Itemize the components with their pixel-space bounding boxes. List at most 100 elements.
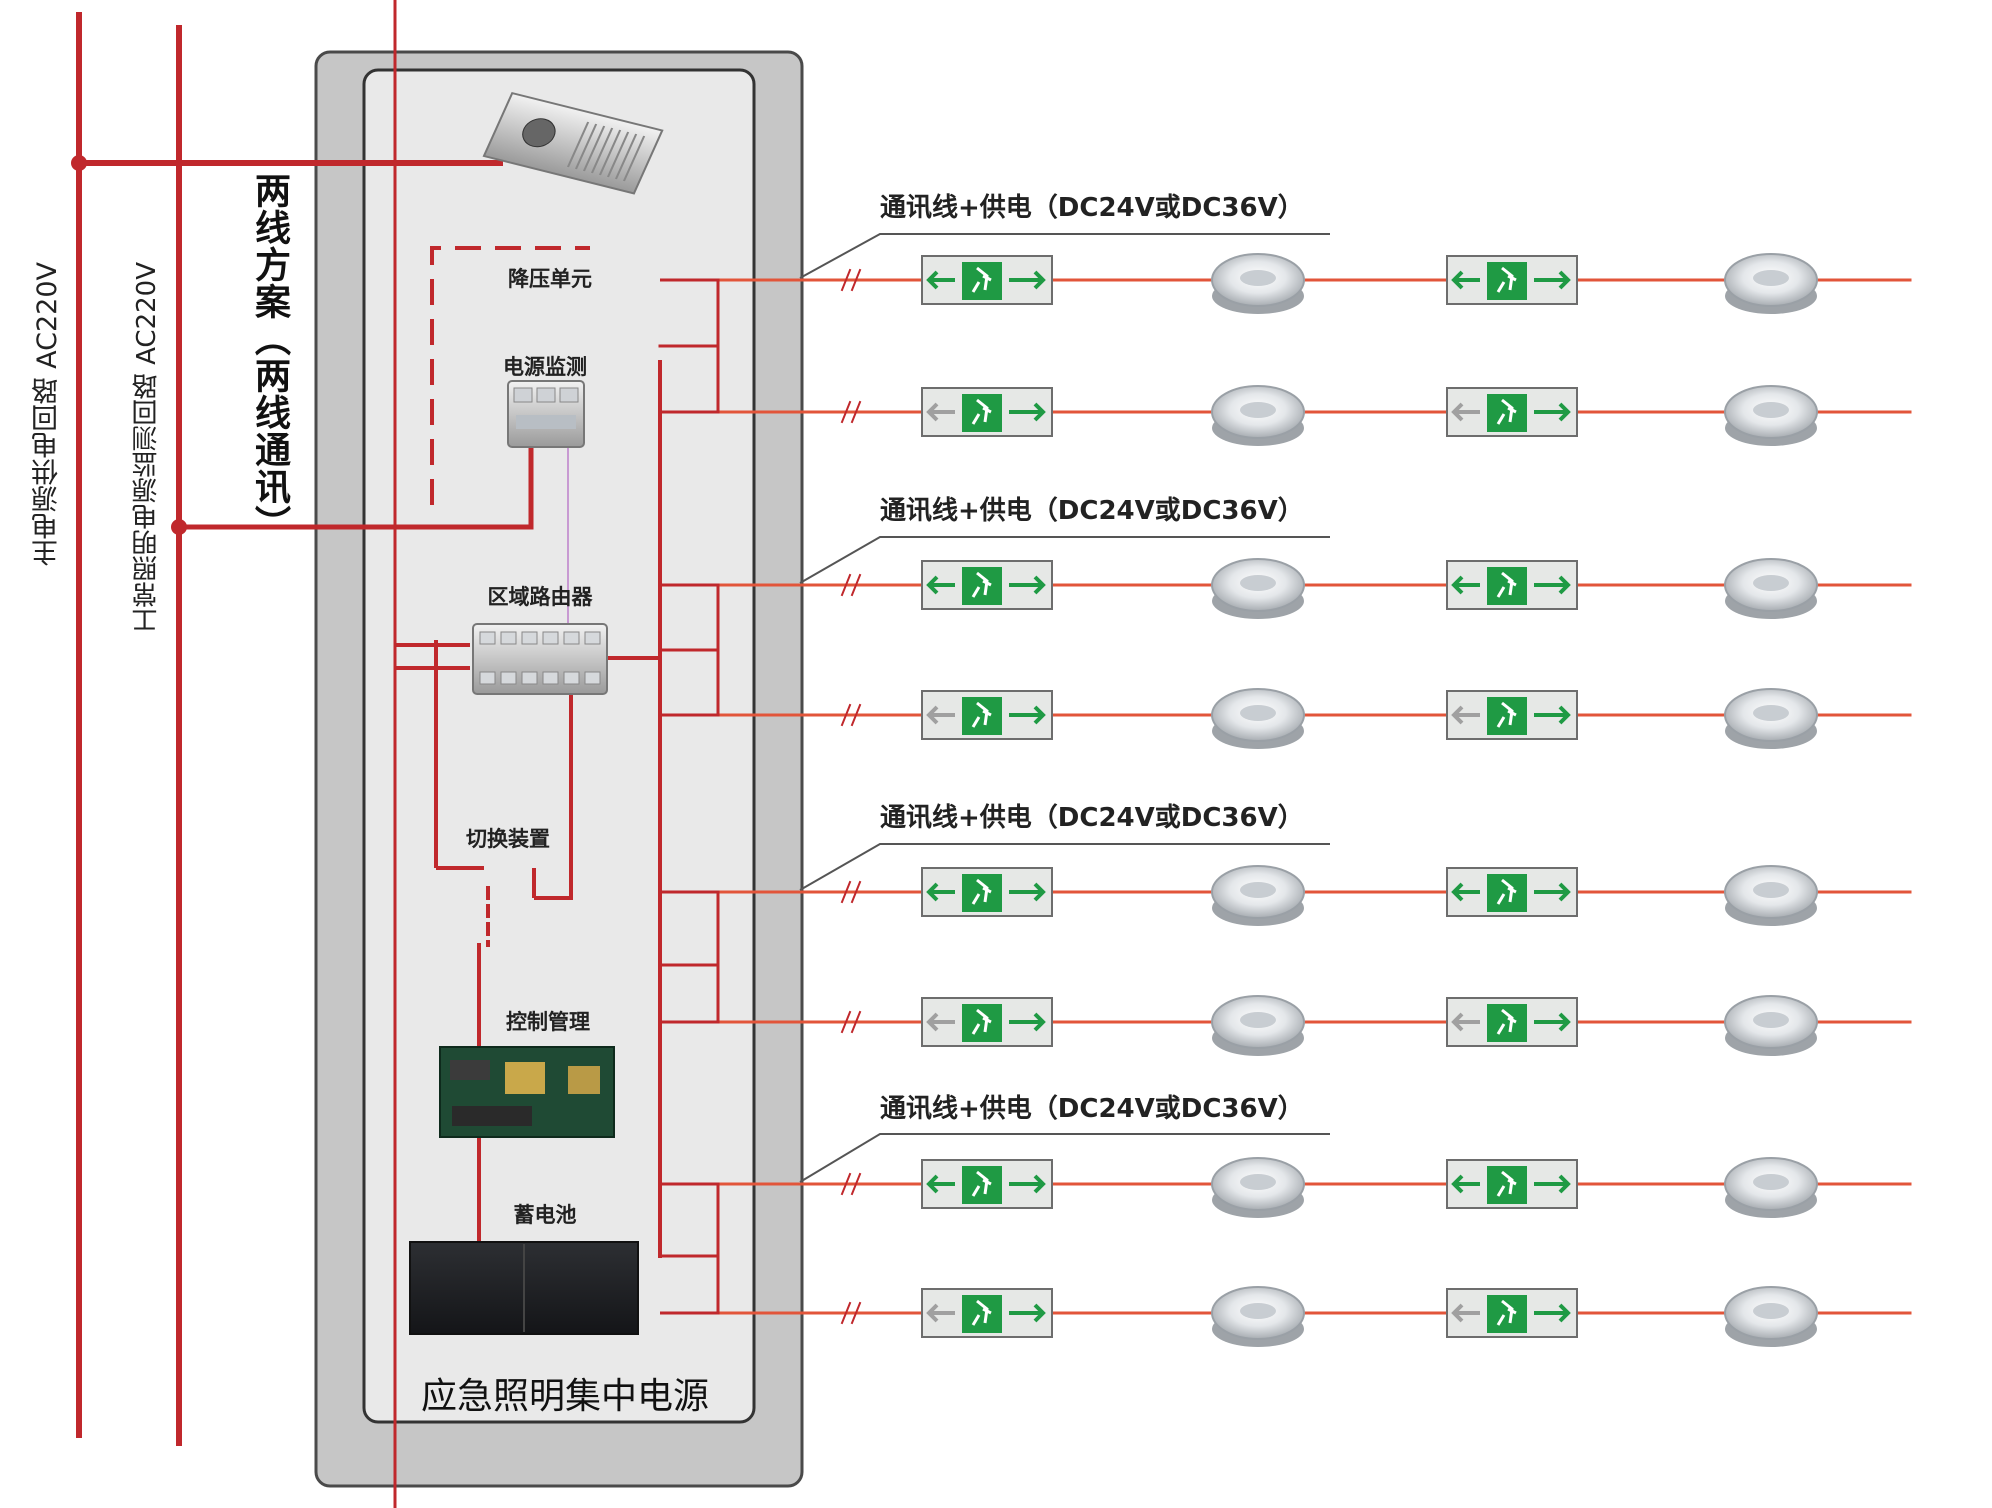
router-terminal <box>584 671 601 685</box>
lamp-lens <box>1753 705 1789 721</box>
running-man <box>1496 878 1517 905</box>
router-terminal <box>521 631 538 645</box>
psu-vent <box>622 135 646 182</box>
ceiling-emergency-light-icon <box>1211 995 1305 1056</box>
lamp-lens <box>1240 402 1276 418</box>
psu-fan <box>522 118 556 148</box>
ceiling-emergency-light-icon <box>1211 1157 1305 1218</box>
exit-door-panel <box>962 697 1002 735</box>
exit-arrow-left <box>1451 1174 1480 1194</box>
exit-arrow-right <box>1534 882 1571 902</box>
exit-sign-icon <box>1446 387 1578 437</box>
ceiling-emergency-light-icon <box>1211 253 1305 314</box>
router-terminal <box>542 631 559 645</box>
exit-door-panel <box>962 394 1002 432</box>
zone-router-label: 区域路由器 <box>487 585 593 609</box>
lamp-lens <box>1240 1012 1276 1028</box>
psu-vent <box>590 127 614 174</box>
bus-leader-line <box>799 843 1330 891</box>
running-man <box>971 398 992 425</box>
break-mark <box>850 1172 862 1196</box>
exit-arrow-right <box>1009 402 1046 422</box>
ceiling-emergency-light-icon <box>1724 558 1818 619</box>
exit-arrow-left <box>926 1174 955 1194</box>
lamp-lens <box>1753 1012 1789 1028</box>
exit-arrow-left <box>926 1303 955 1323</box>
exit-sign-icon <box>921 387 1053 437</box>
exit-sign-icon <box>921 1288 1053 1338</box>
lamp-lens <box>1240 1174 1276 1190</box>
exit-arrow-left <box>926 575 955 595</box>
exit-arrow-left <box>1451 575 1480 595</box>
exit-arrow-left <box>926 1012 955 1032</box>
running-man <box>971 1170 992 1197</box>
router-terminal <box>500 631 517 645</box>
monitor-label-strip <box>516 415 576 429</box>
scheme-label: 两线方案（两线通讯） <box>249 172 290 542</box>
exit-door-panel <box>962 567 1002 605</box>
exit-sign-icon <box>921 867 1053 917</box>
exit-door-panel <box>962 874 1002 912</box>
running-man <box>971 266 992 293</box>
exit-arrow-right <box>1009 1303 1046 1323</box>
exit-door-panel <box>1487 874 1527 912</box>
control-mgmt-label: 控制管理 <box>506 1010 590 1034</box>
psu-vent <box>606 131 630 178</box>
exit-door-panel <box>1487 1295 1527 1333</box>
switch-device-label: 切换装置 <box>466 827 550 851</box>
lamp-lens <box>1753 270 1789 286</box>
main-supply-label: 主电源供电回路 AC220V <box>32 262 63 567</box>
break-mark <box>850 268 862 292</box>
router-terminal <box>584 631 601 645</box>
bus-label-4: 通讯线+供电（DC24V或DC36V） <box>880 1094 1304 1124</box>
psu-vent <box>574 123 598 170</box>
exit-arrow-right <box>1009 1174 1046 1194</box>
running-man <box>971 571 992 598</box>
break-mark <box>840 880 852 904</box>
exit-door-panel <box>1487 697 1527 735</box>
exit-arrow-left <box>1451 1012 1480 1032</box>
break-mark <box>840 1010 852 1034</box>
psu-vent <box>614 133 638 180</box>
lamp-lens <box>1753 575 1789 591</box>
din-rail-module-icon <box>507 380 585 448</box>
exit-door-panel <box>1487 1166 1527 1204</box>
battery-label: 蓄电池 <box>513 1203 577 1227</box>
lamp-lens <box>1240 270 1276 286</box>
exit-sign-icon <box>921 690 1053 740</box>
exit-arrow-right <box>1534 575 1571 595</box>
ceiling-emergency-light-icon <box>1211 558 1305 619</box>
router-terminal <box>479 631 496 645</box>
break-mark <box>850 400 862 424</box>
exit-arrow-left <box>1451 705 1480 725</box>
exit-arrow-left <box>1451 270 1480 290</box>
router-terminal <box>563 671 580 685</box>
exit-arrow-left <box>1451 1303 1480 1323</box>
bus-leader-line <box>799 1133 1330 1183</box>
exit-arrow-left <box>926 402 955 422</box>
exit-door-panel <box>1487 1004 1527 1042</box>
running-man <box>1496 1299 1517 1326</box>
break-mark <box>850 573 862 597</box>
exit-arrow-left <box>1451 882 1480 902</box>
exit-arrow-right <box>1009 705 1046 725</box>
exit-door-panel <box>962 1166 1002 1204</box>
exit-arrow-left <box>926 270 955 290</box>
running-man <box>971 878 992 905</box>
feed-to-monitor <box>179 445 534 530</box>
lamp-lens <box>1753 1174 1789 1190</box>
ceiling-emergency-light-icon <box>1211 1286 1305 1347</box>
ceiling-emergency-light-icon <box>1724 1286 1818 1347</box>
monitor-supply-label: 工常照明电源监测回路 AC220V <box>132 262 162 634</box>
monitor-terminal <box>559 387 579 403</box>
ceiling-emergency-light-icon <box>1211 688 1305 749</box>
exit-sign-icon <box>921 560 1053 610</box>
router-terminal <box>521 671 538 685</box>
router-to-switch <box>534 690 573 900</box>
exit-arrow-right <box>1009 1012 1046 1032</box>
bus-leader-line <box>799 233 1330 279</box>
monitor-terminal <box>513 387 533 403</box>
router-terminal <box>542 671 559 685</box>
exit-door-panel <box>1487 567 1527 605</box>
psu-vent <box>598 129 622 176</box>
